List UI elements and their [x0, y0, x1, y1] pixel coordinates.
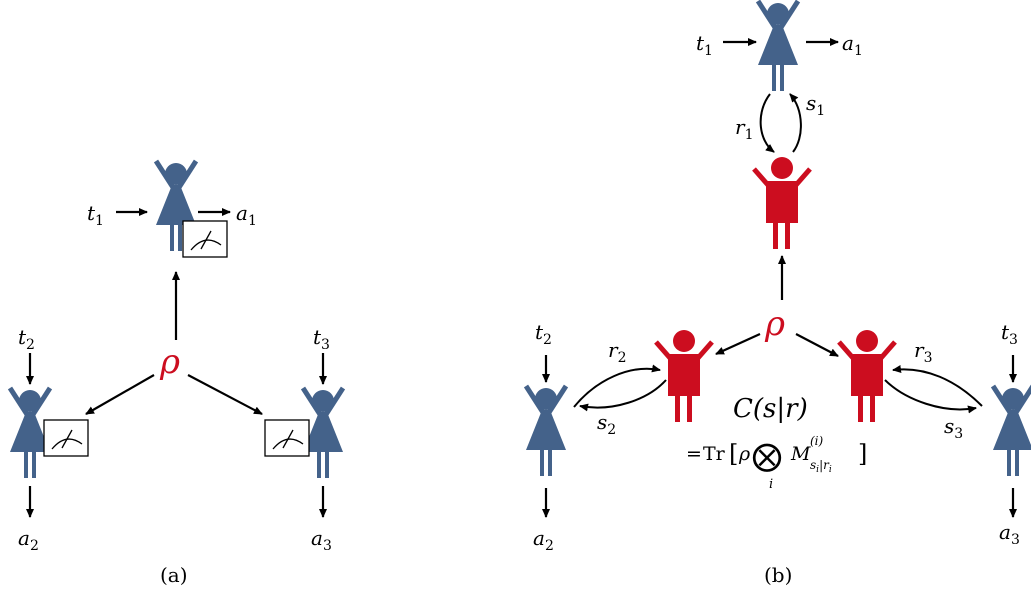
- formula-right-bracket: ]: [858, 440, 867, 468]
- formula-superscript: (i): [810, 434, 824, 448]
- r1-label: r1: [735, 115, 753, 143]
- panel-a: t1 a1 ρ t2 a2 t3 a3 (a): [10, 161, 343, 587]
- state-rho: ρ: [159, 342, 180, 382]
- formula-index: i: [769, 477, 773, 492]
- output-a3-label: a3: [999, 520, 1020, 548]
- formula-subscript: si|ri: [810, 458, 832, 475]
- input-t3-label: t3: [313, 325, 330, 353]
- input-t3-label: t3: [1001, 320, 1018, 348]
- formula-tensor-product-icon: ⨂: [752, 439, 782, 474]
- arrow-r2: [573, 364, 661, 408]
- arrow-s3: [884, 379, 977, 414]
- output-a1-label: a1: [236, 201, 257, 229]
- s1-label: s1: [806, 91, 825, 119]
- output-a1-label: a1: [842, 31, 863, 59]
- meter-icon: [264, 419, 310, 457]
- formula-trace: Tr: [703, 443, 726, 465]
- party-1-figure-icon: [758, 1, 798, 91]
- arrow-rho-to-source-2: [715, 332, 761, 356]
- r3-label: r3: [914, 338, 932, 366]
- input-t2-label: t2: [18, 325, 35, 353]
- formula-lhs: C(s|r): [733, 394, 808, 424]
- formula-equals: =: [686, 443, 702, 465]
- source-2-figure-icon: [656, 330, 712, 422]
- party-2-figure-icon: [526, 386, 566, 476]
- meter-icon: [43, 419, 89, 457]
- input-t1-label: t1: [87, 201, 104, 229]
- panel-b: t1 a1 r1 s1 ρ t2 a2 r2 s2 t3: [526, 1, 1031, 587]
- s2-label: s2: [597, 410, 616, 438]
- arrow-rho-to-source-3: [795, 333, 839, 357]
- formula-rhs: = Tr [ ρ ⨂ i M (i) si|ri ]: [686, 434, 867, 492]
- arrow-r3: [892, 365, 983, 407]
- arrow-s1: [789, 93, 802, 153]
- arrow-r1: [759, 93, 775, 153]
- caption-b: (b): [764, 563, 792, 587]
- input-t1-label: t1: [696, 31, 713, 59]
- arrow-rho-to-3: [187, 374, 263, 415]
- input-t2-label: t2: [535, 320, 552, 348]
- formula-operator: M: [790, 443, 811, 465]
- meter-icon: [182, 220, 228, 258]
- state-rho: ρ: [764, 304, 785, 344]
- output-a2-label: a2: [18, 526, 39, 554]
- s3-label: s3: [944, 414, 963, 442]
- output-a2-label: a2: [533, 526, 554, 554]
- source-3-figure-icon: [839, 330, 895, 422]
- r2-label: r2: [608, 338, 626, 366]
- source-1-figure-icon: [754, 157, 810, 249]
- arrow-s2: [579, 379, 667, 412]
- formula-rho: ρ: [738, 443, 751, 465]
- party-3-figure-icon: [993, 386, 1031, 476]
- output-a3-label: a3: [311, 526, 332, 554]
- formula-left-bracket: [: [729, 440, 738, 468]
- arrow-rho-to-2: [85, 374, 155, 415]
- caption-a: (a): [160, 563, 188, 587]
